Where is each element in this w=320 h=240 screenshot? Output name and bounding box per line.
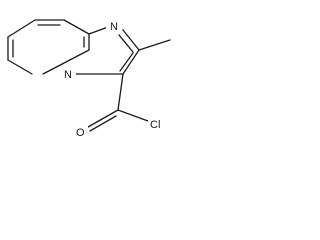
atom-label-ring-nitrogen: N xyxy=(110,21,118,33)
methyl-bond xyxy=(138,39,171,51)
bond-n1-c2 xyxy=(122,29,140,51)
chemical-structure-diagram: N N O Cl xyxy=(7,18,171,140)
bond-n4-c8a xyxy=(42,49,90,75)
bond-c5-n4 xyxy=(7,59,33,75)
bond-c8a-n1 xyxy=(88,26,109,35)
bond-carbonyl-cl xyxy=(117,109,149,122)
bond-c8a-c8 xyxy=(63,19,90,35)
double-bond-n1-c2 xyxy=(118,34,134,53)
bond-c7-c6 xyxy=(7,19,36,38)
bond-carbonyl-o xyxy=(87,109,119,128)
pyridine-ring xyxy=(7,19,90,75)
atom-label-chlorine: Cl xyxy=(150,119,160,131)
atom-label-carbonyl-oxygen: O xyxy=(76,127,85,139)
bond-c3-carbonyl xyxy=(117,73,124,111)
acyl-chloride-group xyxy=(87,73,149,132)
double-bond-carbonyl-o xyxy=(89,115,117,132)
double-bond-c2-c3 xyxy=(119,52,134,72)
bond-c2-c3 xyxy=(122,49,140,75)
atom-label-bridgehead-nitrogen: N xyxy=(64,69,72,81)
imidazole-ring xyxy=(74,26,140,75)
